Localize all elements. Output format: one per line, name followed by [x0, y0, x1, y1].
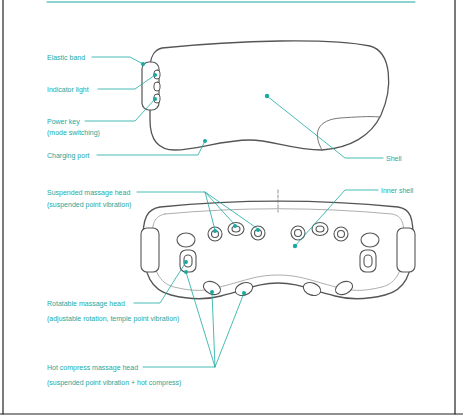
leader-line [85, 99, 155, 121]
suspended-massage-head [208, 227, 222, 241]
leader-dot [153, 73, 157, 77]
shell-crease [317, 117, 380, 150]
part-label: Hot compress massage head [47, 363, 138, 372]
leader-line [205, 192, 235, 225]
leader-dot [293, 244, 297, 248]
suspended-massage-head [291, 226, 305, 240]
part-label: Suspended massage head [47, 188, 130, 197]
part-label: (mode switching) [47, 128, 100, 137]
suspended-massage-head [177, 233, 195, 247]
power-key-symbol [154, 94, 160, 103]
part-label: (suspended point vibration) [47, 200, 131, 209]
leader-line [215, 293, 244, 367]
frame-left [2, 0, 3, 414]
top-rule [47, 2, 415, 3]
leader-dot [213, 229, 217, 233]
part-label: (adjustable rotation, temple point vibra… [47, 314, 179, 323]
part-label: (suspended point vibration + hot compres… [47, 378, 181, 387]
part-label: Indicator light [47, 85, 89, 94]
side-tab [141, 228, 159, 272]
part-label: Rotatable massage head [47, 299, 125, 308]
frame-right [454, 0, 455, 414]
inner-shell-outline [143, 201, 413, 299]
frame-bottom [0, 413, 463, 414]
rotatable-massage-head [364, 255, 372, 267]
part-label: Power key [47, 117, 80, 126]
hot-compress-massage-head [233, 280, 254, 297]
leader-dot [153, 97, 157, 101]
part-label: Inner shell [381, 186, 413, 195]
suspended-massage-head [361, 233, 379, 247]
leader-dot [233, 224, 237, 228]
rotatable-massage-head [360, 250, 376, 272]
center-line [278, 190, 279, 212]
indicator-light-symbol [154, 70, 160, 79]
leader-dot [256, 228, 260, 232]
leader-line [137, 192, 215, 230]
mask-shell [150, 41, 389, 150]
rotatable-massage-head [180, 250, 196, 272]
leader-line [212, 292, 215, 367]
leader-line [205, 192, 258, 229]
rotatable-massage-head [184, 255, 192, 267]
leader-line [295, 190, 378, 246]
leader-line [92, 57, 143, 64]
leader-line [98, 75, 155, 89]
suspended-massage-head [295, 230, 302, 237]
suspended-massage-head [228, 223, 244, 236]
leader-line [134, 262, 186, 303]
suspended-massage-head [334, 227, 348, 241]
suspended-massage-head [316, 226, 324, 232]
inner-shell-contour [152, 209, 404, 291]
part-label: Charging port [47, 151, 89, 160]
leader-dot [184, 260, 188, 264]
leader-dot [242, 291, 246, 295]
indicator-light-symbol [154, 82, 160, 91]
part-label: Shell [386, 154, 402, 163]
suspended-massage-head [338, 231, 345, 238]
side-plate [142, 62, 159, 110]
leader-line [267, 96, 383, 158]
leader-dot [265, 94, 269, 98]
leader-line [97, 141, 205, 155]
leader-dot [210, 290, 214, 294]
suspended-massage-head [251, 226, 265, 240]
leader-dot [184, 270, 188, 274]
leader-dot [203, 139, 207, 143]
hot-compress-massage-head [301, 280, 322, 297]
part-label: Elastic band [47, 53, 85, 62]
side-tab [397, 228, 415, 272]
leader-dot [141, 62, 145, 66]
hot-compress-massage-head [333, 279, 354, 297]
